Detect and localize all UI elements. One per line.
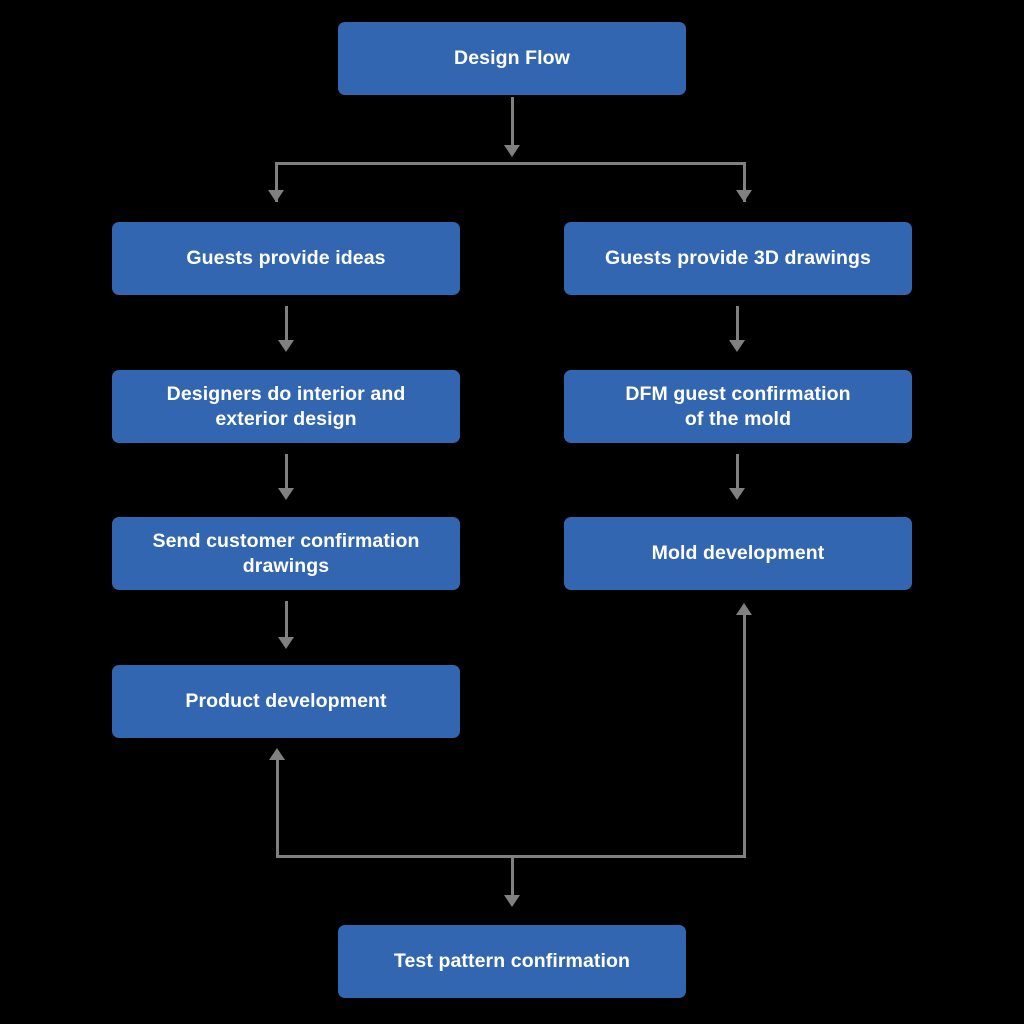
arrowhead-design-flow-down bbox=[504, 145, 520, 157]
connector-ideas-to-designers bbox=[285, 306, 288, 348]
node-dfm-guest-confirmation[interactable]: DFM guest confirmation of the mold bbox=[564, 370, 912, 443]
node-mold-development[interactable]: Mold development bbox=[564, 517, 912, 590]
connector-feedback-to-mold bbox=[743, 612, 746, 855]
node-guests-provide-ideas[interactable]: Guests provide ideas bbox=[112, 222, 460, 295]
arrowhead-guests-ideas-down bbox=[268, 190, 284, 202]
node-design-flow[interactable]: Design Flow bbox=[338, 22, 686, 95]
connector-send-to-product bbox=[285, 601, 288, 645]
connector-dfm-to-mold bbox=[736, 454, 739, 496]
arrowhead-mold-down bbox=[729, 488, 745, 500]
connector-bus-to-test-pattern bbox=[511, 855, 514, 903]
arrowhead-guests-3d-down bbox=[736, 190, 752, 202]
node-test-pattern-confirmation-label: Test pattern confirmation bbox=[393, 950, 631, 972]
node-designers-do-design[interactable]: Designers do interior and exterior desig… bbox=[112, 370, 460, 443]
node-guests-provide-3d-drawings-label: Guests provide 3D drawings bbox=[605, 247, 871, 269]
node-send-customer-confirmation[interactable]: Send customer confirmation drawings bbox=[112, 517, 460, 590]
node-send-customer-confirmation-label: Send customer confirmation drawings bbox=[152, 529, 420, 577]
arrowhead-test-pattern-down bbox=[504, 895, 520, 907]
node-design-flow-label: Design Flow bbox=[454, 47, 570, 69]
connector-bus-to-guests-3d bbox=[743, 162, 746, 202]
node-product-development-label: Product development bbox=[185, 690, 387, 712]
node-mold-development-label: Mold development bbox=[651, 542, 825, 564]
arrowhead-product-up bbox=[269, 748, 285, 760]
arrowhead-dfm-down bbox=[729, 340, 745, 352]
connector-design-flow-to-bus bbox=[511, 97, 514, 147]
connector-designers-to-send bbox=[285, 454, 288, 496]
connector-split-bus bbox=[275, 162, 746, 165]
node-test-pattern-confirmation[interactable]: Test pattern confirmation bbox=[338, 925, 686, 998]
arrowhead-product-down bbox=[278, 637, 294, 649]
node-dfm-guest-confirmation-label: DFM guest confirmation of the mold bbox=[625, 382, 851, 430]
arrowhead-designers-down bbox=[278, 340, 294, 352]
node-guests-provide-ideas-label: Guests provide ideas bbox=[186, 247, 386, 269]
arrowhead-send-down bbox=[278, 488, 294, 500]
connector-3d-to-dfm bbox=[736, 306, 739, 348]
arrowhead-mold-up bbox=[736, 603, 752, 615]
connector-bus-to-guests-ideas bbox=[275, 162, 278, 202]
node-guests-provide-3d-drawings[interactable]: Guests provide 3D drawings bbox=[564, 222, 912, 295]
node-designers-do-design-label: Designers do interior and exterior desig… bbox=[166, 382, 406, 430]
node-product-development[interactable]: Product development bbox=[112, 665, 460, 738]
connector-feedback-to-product bbox=[276, 757, 279, 855]
